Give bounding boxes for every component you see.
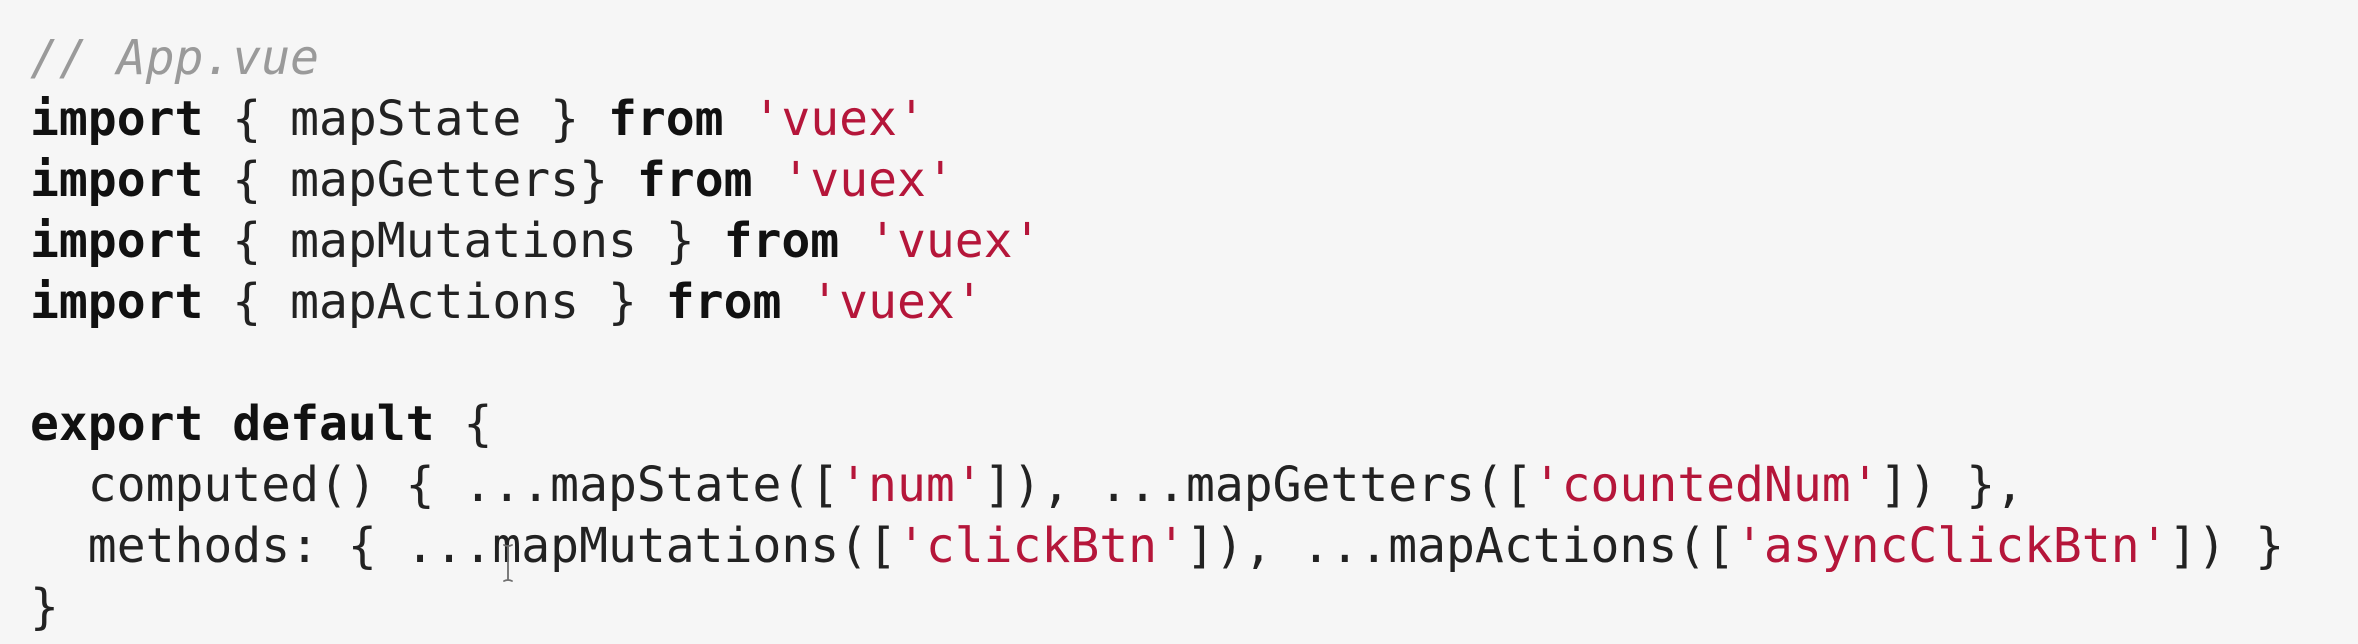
code-line-import-mapstate: import { mapState } from 'vuex': [30, 89, 2358, 150]
import-keyword: import: [30, 213, 204, 269]
import-braces: { mapGetters}: [232, 152, 608, 208]
from-keyword: from: [607, 91, 724, 147]
import-braces: { mapActions }: [232, 274, 637, 330]
methods-suffix: ]) }: [2168, 518, 2285, 574]
computed-prefix: computed() { ...mapState([: [30, 457, 840, 513]
module-string: 'vuex': [781, 152, 955, 208]
export-default-keyword: export default: [30, 396, 435, 452]
code-line-export-default: export default {: [30, 394, 2358, 455]
code-line-closing-brace: }: [30, 577, 2358, 638]
closing-brace: }: [30, 579, 59, 635]
from-keyword: from: [636, 152, 753, 208]
module-string: 'vuex': [752, 91, 926, 147]
import-braces: { mapMutations }: [232, 213, 695, 269]
import-keyword: import: [30, 274, 204, 330]
module-string: 'vuex': [810, 274, 984, 330]
from-keyword: from: [665, 274, 782, 330]
code-line-import-mapgetters: import { mapGetters} from 'vuex': [30, 150, 2358, 211]
module-string: 'vuex': [868, 213, 1042, 269]
code-line-comment: // App.vue: [30, 28, 2358, 89]
methods-action-arg: 'asyncClickBtn': [1735, 518, 2169, 574]
methods-mutation-arg: 'clickBtn': [896, 518, 1186, 574]
import-keyword: import: [30, 91, 204, 147]
methods-middle: ]), ...mapActions([: [1185, 518, 1736, 574]
computed-middle: ]), ...mapGetters([: [983, 457, 1533, 513]
code-line-computed: computed() { ...mapState(['num']), ...ma…: [30, 455, 2358, 516]
import-keyword: import: [30, 152, 204, 208]
computed-getter-arg: 'countedNum': [1532, 457, 1880, 513]
computed-state-arg: 'num': [839, 457, 984, 513]
from-keyword: from: [723, 213, 840, 269]
computed-suffix: ]) },: [1879, 457, 2025, 513]
code-line-import-mapactions: import { mapActions } from 'vuex': [30, 272, 2358, 333]
code-line-methods: methods: { ...mapMutations(['clickBtn'])…: [30, 516, 2358, 577]
import-braces: { mapState }: [232, 91, 580, 147]
methods-prefix: methods: { ...mapMutations([: [30, 518, 897, 574]
file-comment: // App.vue: [30, 30, 319, 86]
code-line-blank: [30, 333, 2358, 394]
code-line-import-mapmutations: import { mapMutations } from 'vuex': [30, 211, 2358, 272]
export-open-brace: {: [463, 396, 493, 452]
